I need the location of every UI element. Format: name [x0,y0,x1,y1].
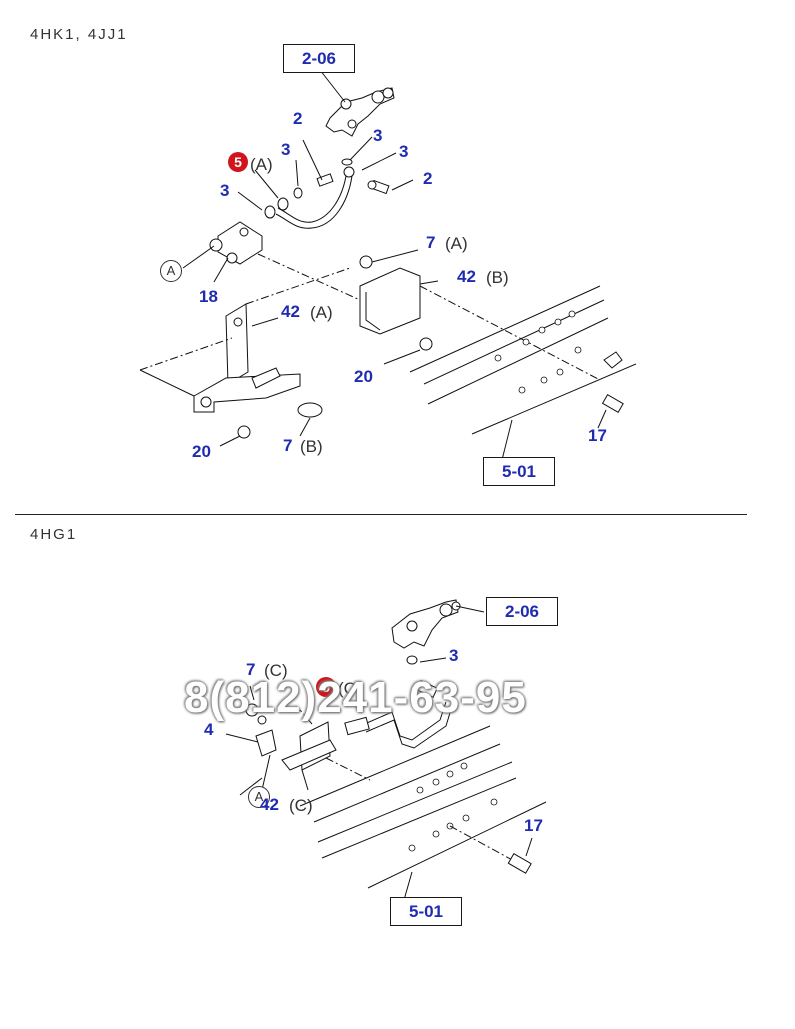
marker-connection-a: A [248,786,270,808]
label-part-3: 3 [399,142,409,161]
ref-box-5-01-upper[interactable]: 5-01 [483,457,555,486]
label-part-42-suffix: (A) [310,303,333,322]
label-part-7: 7 [246,660,256,679]
label-part-3: 3 [281,140,291,159]
bracket-42a [139,267,351,447]
label-part-7: 7 [283,436,293,455]
label-part-4: 4 [204,720,214,739]
label-part-7-suffix: (B) [300,437,323,456]
section-title-4hg1: 4HG1 [30,526,78,543]
marker-connection-a: A [160,260,182,282]
label-part-42-suffix: (B) [486,268,509,287]
marker-part-5: 5 [316,677,336,697]
label-part-3: 3 [220,181,230,200]
bracket-42b [359,249,601,381]
label-part-20: 20 [354,367,373,386]
label-part-2: 2 [293,109,303,128]
label-part-7: 7 [426,233,436,252]
brake-pipe-lower [344,680,453,749]
label-part-5-suffix: (A) [250,155,273,174]
phone-watermark: 8(812)241-63-95 [184,673,527,722]
brake-hose-upper [237,136,414,229]
label-part-7-suffix: (C) [264,661,288,680]
marker-part-5: 5 [228,152,248,172]
label-part-42: 42 [457,267,476,286]
label-part-7-suffix: (A) [445,234,468,253]
ref-box-2-06-lower[interactable]: 2-06 [486,597,558,626]
section-title-4hk1: 4HK1, 4JJ1 [30,26,128,43]
label-part-17: 17 [524,816,543,835]
label-part-42: 42 [281,302,300,321]
label-part-42-suffix: (C) [289,796,313,815]
frame-rail-lower [299,725,547,901]
master-cylinder-upper [319,69,395,137]
bracket-42c [225,685,371,796]
frame-rail-upper [409,285,637,461]
label-part-20: 20 [192,442,211,461]
master-cylinder-lower [391,599,485,665]
bracket-18 [182,221,361,301]
label-part-3: 3 [373,126,383,145]
ref-box-5-01-lower[interactable]: 5-01 [390,897,462,926]
label-part-2: 2 [423,169,433,188]
label-part-5-suffix: (C) [338,679,362,698]
section-divider [15,514,747,515]
label-part-42: 42 [260,795,279,814]
label-part-18: 18 [199,287,218,306]
ref-box-2-06-upper[interactable]: 2-06 [283,44,355,73]
label-part-3: 3 [449,646,459,665]
label-part-17: 17 [588,426,607,445]
